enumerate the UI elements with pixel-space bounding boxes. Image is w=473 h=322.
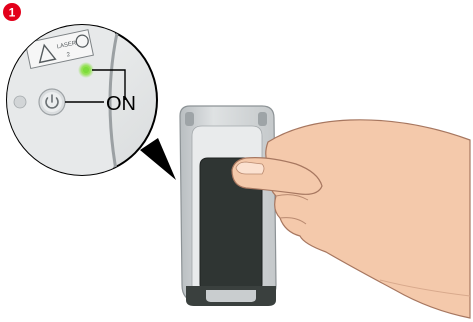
- on-label: ON: [106, 93, 136, 115]
- base-cradle-cutout: [206, 290, 256, 302]
- device: [180, 106, 276, 306]
- side-sensor: [14, 96, 26, 108]
- step-badge: 1: [3, 3, 21, 21]
- led-indicator: [83, 67, 89, 73]
- device-notch-left: [185, 112, 194, 126]
- step-number: 1: [9, 6, 16, 20]
- thumbnail: [236, 162, 264, 174]
- power-button[interactable]: [39, 89, 65, 115]
- callout-pointer: [140, 138, 176, 180]
- device-notch-right: [258, 112, 267, 126]
